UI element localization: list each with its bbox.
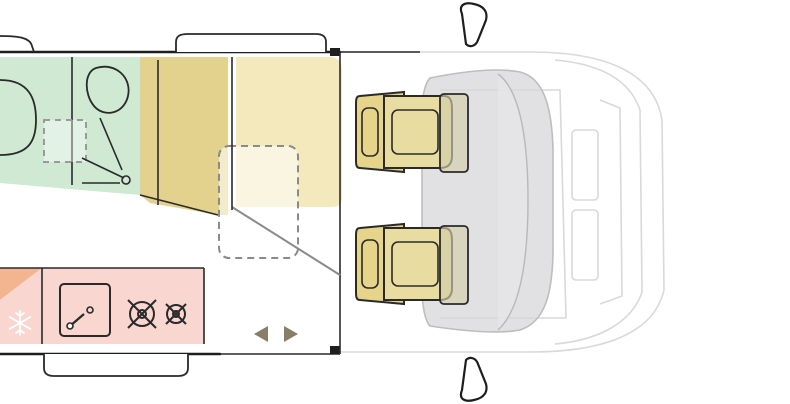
snowflake-icon [8,310,32,336]
headlight-lower [571,209,599,281]
sink-icon [59,283,111,337]
burner-icon [127,299,157,329]
triangle-left-icon[interactable] [254,326,268,342]
drain-icon [121,175,131,185]
shower-basin [85,65,130,114]
triangle-right-icon[interactable] [284,326,298,342]
side-mirrors [459,2,488,402]
bathroom [0,57,140,195]
driver-seat [355,90,469,174]
mirror-top [459,2,488,48]
mirror-bottom [459,356,488,402]
skylight-bathroom [43,119,87,163]
kitchen [0,267,205,344]
steering-area [497,73,529,331]
headlight-upper [571,129,599,201]
fridge [0,268,42,344]
cab-grille [599,99,623,305]
cab-body-outline [340,51,665,353]
toilet [0,79,37,156]
roof-rails [0,33,327,377]
dinette [218,57,342,259]
view-navigation [254,326,298,342]
passenger-seat [355,222,469,306]
skylight-dinette [218,145,299,259]
bench-seat [139,57,228,216]
cab-front-panel [554,59,643,345]
burner-icon [165,303,187,325]
